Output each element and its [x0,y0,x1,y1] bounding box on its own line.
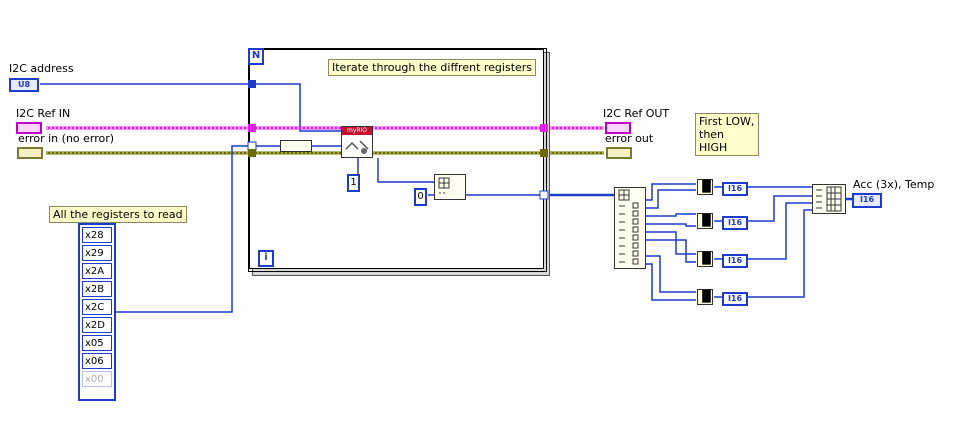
index-array-icon [438,177,450,194]
register-cell[interactable]: x00 [82,371,112,387]
loop-count-terminal[interactable]: N [248,48,264,65]
acc-temp-label: Acc (3x), Temp [853,178,935,191]
myrio-label: myRIO [342,127,372,135]
i2c-address-control[interactable]: U8 [9,78,39,92]
for-loop [248,48,547,272]
register-cell[interactable]: x2C [82,299,112,315]
error-out-label: error out [605,132,654,145]
register-cell[interactable]: x2A [82,263,112,279]
register-cell[interactable]: x29 [82,245,112,261]
myrio-i2c-read-node[interactable]: myRIO [341,126,373,158]
i2c-ref-in-control[interactable] [16,122,42,134]
registers-note: All the registers to read [49,206,187,223]
i2c-ref-out-label: I2C Ref OUT [603,107,670,120]
to-i16-node[interactable]: I16 [722,254,748,268]
index-array-large-node[interactable] [614,187,646,269]
join-numbers-node[interactable]: ▐▌ [697,179,715,195]
error-in-label: error in (no error) [18,132,115,145]
i2c-read-icon [345,140,369,154]
error-out-indicator[interactable] [606,147,632,159]
to-i16-node[interactable]: I16 [722,182,748,196]
build-array-output-node[interactable] [812,184,846,214]
build-array-node[interactable] [280,140,312,152]
i2c-ref-in-label: I2C Ref IN [16,107,71,120]
register-cell[interactable]: x2B [82,281,112,297]
build-array-icon [816,186,842,212]
first-low-note: First LOW, then HIGH [695,113,759,156]
index-array-large-icon [618,189,639,265]
join-numbers-node[interactable]: ▐▌ [697,251,715,267]
register-cell[interactable]: x05 [82,335,112,351]
for-loop-inner [249,49,544,269]
to-i16-node[interactable]: I16 [722,216,748,230]
i2c-ref-out-indicator[interactable] [605,122,631,134]
loop-iteration-terminal[interactable]: i [258,250,274,267]
join-numbers-node[interactable]: ▐▌ [697,213,715,229]
join-numbers-node[interactable]: ▐▌ [697,289,715,305]
to-i16-node[interactable]: I16 [722,292,748,306]
index-array-node[interactable] [434,174,466,200]
register-cell[interactable]: x2D [82,317,112,333]
register-array-constant[interactable]: x28 x29 x2A x2B x2C x2D x05 x06 x00 [78,223,116,401]
i2c-address-label: I2C address [9,62,74,75]
error-in-control[interactable] [17,147,43,159]
iterate-note: Iterate through the diffrent registers [328,59,537,76]
register-cell[interactable]: x06 [82,353,112,369]
register-cell[interactable]: x28 [82,227,112,243]
read-count-constant[interactable]: 1 [347,174,360,192]
acc-temp-indicator[interactable]: I16 [852,193,882,208]
index-constant[interactable]: 0 [414,188,427,206]
